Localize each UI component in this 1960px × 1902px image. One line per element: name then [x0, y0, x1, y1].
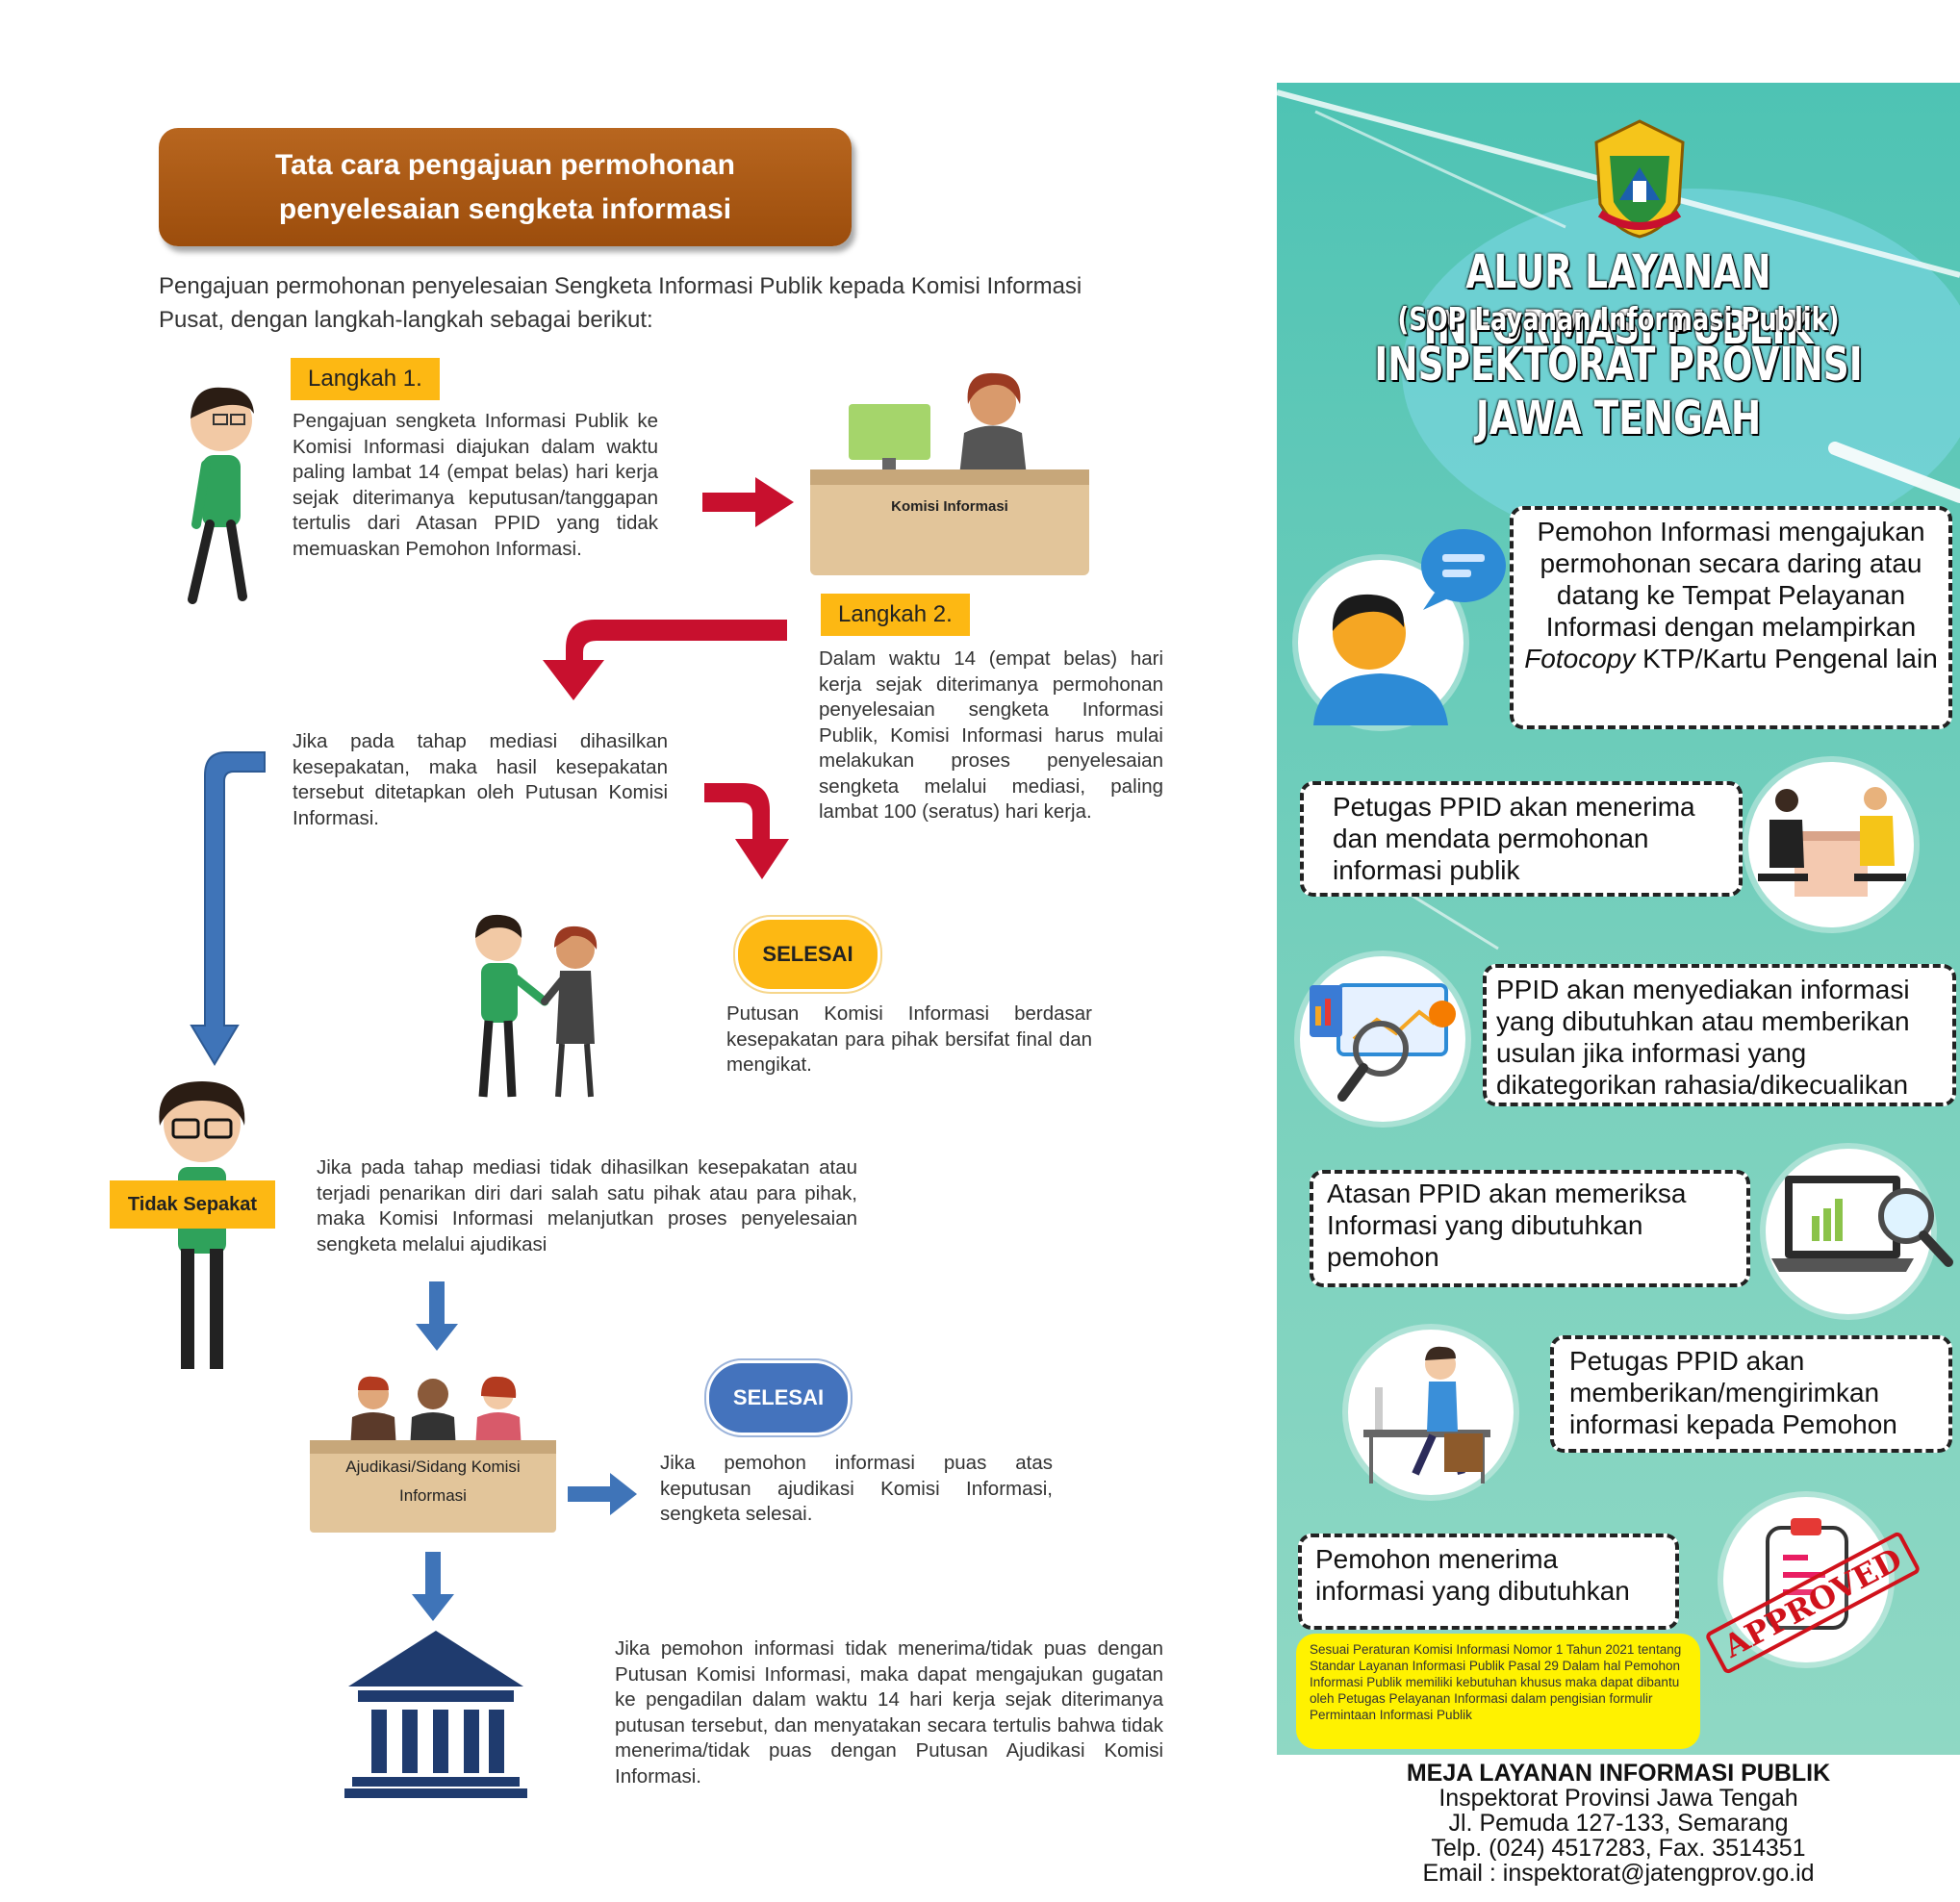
mediation-agree-text: Jika pada tahap mediasi dihasilkan kesep… — [293, 730, 668, 829]
approved-circle — [1723, 1497, 1889, 1662]
desk-label: Komisi Informasi — [891, 498, 1008, 515]
selesai-badge-1: SELESAI — [738, 920, 878, 989]
step1-text: Pengajuan sengketa Informasi Publik ke K… — [293, 410, 658, 560]
arrow-curve-down-left-red-icon — [543, 620, 787, 700]
sop-step6-card: Pemohon menerima informasi yang dibutuhk… — [1298, 1534, 1679, 1630]
arrow-right-blue-icon — [568, 1473, 637, 1515]
clipboard-icon — [1766, 1518, 1848, 1630]
handshake-illustration — [475, 914, 598, 1098]
laptop-magnifier-icon — [1771, 1176, 1953, 1272]
sop-panel: ALUR LAYANAN INFORMASI PUBLIK (SOP Layan… — [1277, 83, 1960, 1755]
sop-step1-emphasis: Fotocopy — [1524, 644, 1636, 673]
selesai-badge-2: SELESAI — [709, 1363, 848, 1433]
applicant-icon — [1313, 594, 1448, 725]
sop-step5-text: Petugas PPID akan memberikan/mengirimkan… — [1569, 1346, 1897, 1439]
sop-step2-text: Petugas PPID akan menerima dan mendata p… — [1333, 792, 1695, 885]
footer-title: MEJA LAYANAN INFORMASI PUBLIK — [1406, 1760, 1831, 1787]
officer-circle — [1348, 1330, 1514, 1495]
panel-title-line2: (SOP Layanan Informasi Publik) — [1397, 300, 1840, 338]
court-text: Jika pemohon informasi tidak menerima/ti… — [615, 1637, 1163, 1788]
adjudication-label: Ajudikasi/Sidang Komisi Informasi — [345, 1458, 521, 1505]
sop-step3-text: PPID akan menyediakan informasi yang dib… — [1496, 975, 1910, 1100]
komisi-desk-illustration — [810, 372, 1089, 575]
reception-circle — [1748, 762, 1914, 927]
adjudication-desk-illustration — [310, 1376, 556, 1533]
sop-step1-text-end: KTP/Kartu Pengenal lain — [1642, 644, 1938, 673]
analytics-circle — [1300, 956, 1465, 1122]
intro-text: Pengajuan permohonan penyelesaian Sengke… — [159, 273, 1082, 333]
arrow-down-blue-icon-2 — [412, 1552, 454, 1621]
sop-step1-card: Pemohon Informasi mengajukan permohonan … — [1510, 506, 1952, 729]
chat-bubble-icon — [1421, 529, 1506, 610]
step2-label: Langkah 2. — [821, 594, 970, 636]
step1-label: Langkah 1. — [291, 358, 440, 400]
panel-title-line1: ALUR LAYANAN INFORMASI PUBLIK — [1423, 245, 1814, 355]
step2-text: Dalam waktu 14 (empat belas) hari kerja … — [819, 647, 1163, 823]
footer-email: Email : inspektorat@jatengprov.go.id — [1422, 1860, 1815, 1887]
reception-desk-icon — [1758, 787, 1906, 897]
arrow-long-down-blue-icon — [190, 751, 266, 1066]
arrow-down-blue-icon-1 — [416, 1281, 458, 1351]
analytics-magnifier-icon — [1310, 983, 1456, 1102]
final-text: Putusan Komisi Informasi berdasar kesepa… — [726, 1002, 1092, 1076]
panel-title-line4: JAWA TENGAH — [1475, 392, 1762, 445]
officer-computer-icon — [1363, 1346, 1490, 1484]
sop-step4-card: Atasan PPID akan memeriksa Informasi yan… — [1310, 1170, 1750, 1287]
footer-phone: Telp. (024) 4517283, Fax. 3514351 — [1431, 1835, 1806, 1862]
title-text: Tata cara pengajuan permohonan penyelesa… — [275, 148, 735, 225]
regulation-note: Sesuai Peraturan Komisi Informasi Nomor … — [1296, 1634, 1700, 1749]
courthouse-icon — [344, 1631, 527, 1798]
sop-step5-card: Petugas PPID akan memberikan/mengirimkan… — [1550, 1335, 1952, 1453]
footer-address: Jl. Pemuda 127-133, Semarang — [1448, 1810, 1789, 1837]
sop-step3-card: PPID akan menyediakan informasi yang dib… — [1483, 964, 1956, 1106]
arrow-curve-down-right-red-icon — [704, 783, 789, 879]
disagree-label: Tidak Sepakat — [110, 1180, 275, 1229]
person-walking-icon — [188, 387, 254, 604]
sop-step2-card: Petugas PPID akan menerima dan mendata p… — [1300, 781, 1743, 897]
title-banner: Tata cara pengajuan permohonan penyelesa… — [159, 128, 852, 246]
laptop-circle — [1766, 1149, 1953, 1314]
satisfied-text: Jika pemohon informasi puas atas keputus… — [660, 1452, 1053, 1525]
footer-org: Inspektorat Provinsi Jawa Tengah — [1438, 1785, 1798, 1812]
arrow-right-red-icon — [702, 477, 794, 527]
panel-title-line3: INSPEKTORAT PROVINSI — [1374, 338, 1863, 392]
jateng-emblem-icon — [1594, 119, 1685, 239]
sop-step1-text: Pemohon Informasi mengajukan permohonan … — [1537, 517, 1925, 642]
sop-step6-text: Pemohon menerima informasi yang dibutuhk… — [1315, 1544, 1630, 1606]
sop-step4-text: Atasan PPID akan memeriksa Informasi yan… — [1327, 1179, 1687, 1272]
mediation-fail-text: Jika pada tahap mediasi tidak dihasilkan… — [317, 1156, 857, 1255]
